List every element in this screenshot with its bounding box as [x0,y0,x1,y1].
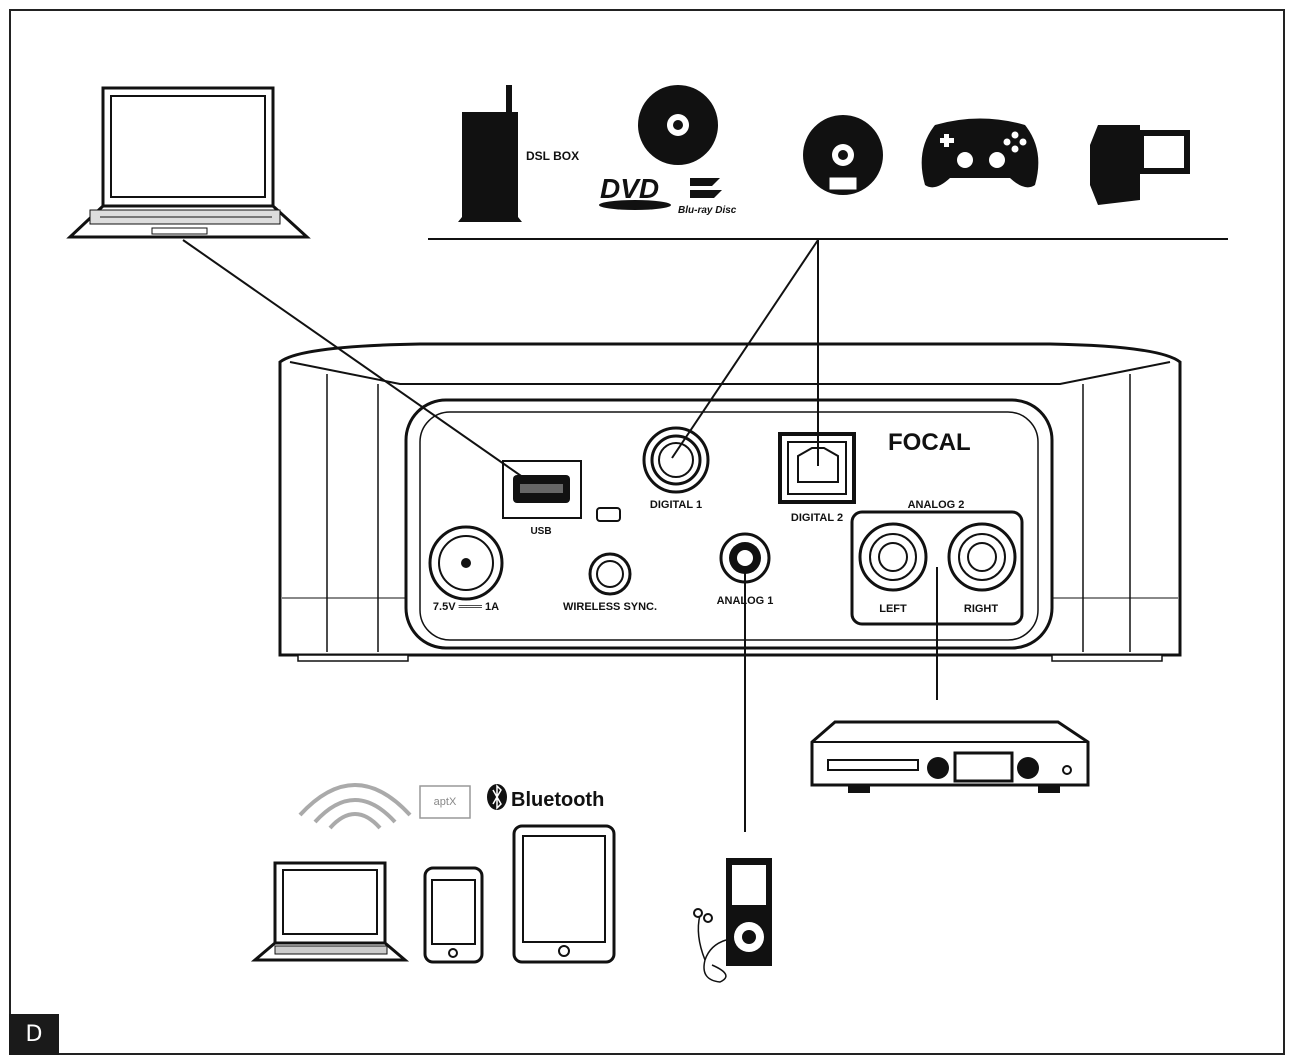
tablet-icon [512,824,616,964]
wifi-waves-icon [298,783,412,830]
left-label: LEFT [879,603,907,615]
speaker-unit [278,342,1182,662]
analog2-label: ANALOG 2 [908,499,965,511]
laptop-icon [66,86,311,239]
aptx-label: aptX [434,796,457,808]
dvd-disc-mark [599,200,671,210]
analog1-port [719,532,771,584]
wireless-sync-button [588,552,632,596]
analog2-right-port [947,522,1017,592]
diagram-frame [9,9,1285,1055]
digital1-label: DIGITAL 1 [650,499,702,511]
connection-lines [182,239,938,832]
digital1-coaxial-port [642,426,710,494]
media-player-icon [810,720,1090,793]
small-laptop-icon [250,861,410,962]
bluetooth-icon [487,784,507,810]
section-letter-tag: D [9,1014,59,1055]
right-label: RIGHT [964,603,999,615]
bluray-label: Blu-ray Disc [678,205,737,216]
dsl-box-label: DSL BOX [526,149,579,163]
analog2-left-port [858,522,928,592]
brand-logo: FOCAL [888,429,971,456]
phone-icon [423,866,484,964]
usb-slot [520,484,563,493]
wireless-sync-label: WIRELESS SYNC. [563,601,657,613]
camcorder-icon [1090,125,1190,205]
micro-usb-port [596,507,621,522]
mp3-player-icon [693,858,772,983]
disc-icon [638,85,718,165]
power-port [428,525,504,601]
digital2-label: DIGITAL 2 [791,512,843,524]
cd-icon [803,115,883,195]
bluetooth-label: Bluetooth [511,789,604,811]
aptx-logo [419,785,471,819]
gamepad-icon [921,118,1039,188]
dsl-box-icon [458,85,522,222]
dvd-logo: DVD [600,173,659,204]
bluray-mark [690,178,722,198]
power-label: 7.5V ═══ 1A [433,601,499,613]
usb-label: USB [530,526,551,537]
